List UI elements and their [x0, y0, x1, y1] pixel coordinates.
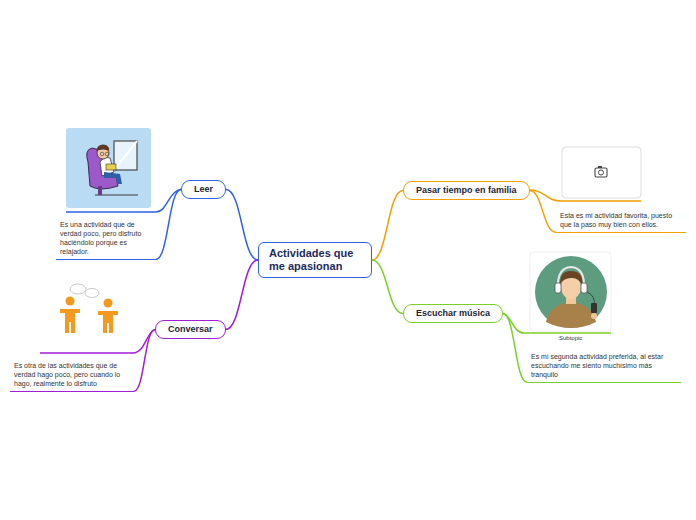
node-text: Esta es mi actividad favorita, puesto qu…	[560, 211, 684, 229]
node-text: Conversar	[168, 324, 213, 335]
main-topic: Pasar tiempo en familia	[403, 181, 530, 200]
branch-line	[503, 314, 527, 383]
main-topic: Conversar	[155, 320, 226, 339]
image-placeholder	[562, 147, 641, 198]
note-text: Esta es mi actividad favorita, puesto qu…	[556, 211, 686, 233]
node-text: Escuchar música	[416, 308, 490, 319]
node-text: Actividades que me apasionan	[269, 247, 361, 273]
branch-line	[372, 260, 403, 314]
node-text: Es una actividad que de verdad poco, per…	[60, 220, 154, 256]
music-illustration	[530, 252, 611, 331]
branch-line	[156, 190, 181, 260]
node-text: Es otra de las actividades que de verdad…	[14, 361, 132, 388]
reading-illustration	[66, 128, 151, 208]
image-caption: Subtopic	[559, 335, 582, 341]
note-text: Es mi segunda actividad preferida, al es…	[527, 352, 681, 383]
branch-line	[134, 330, 155, 392]
branch-line	[226, 260, 258, 330]
note-text: Es otra de las actividades que de verdad…	[10, 361, 134, 392]
image-leaders	[40, 189, 641, 353]
main-topic: Escuchar música	[403, 304, 503, 323]
branch-line	[372, 191, 403, 261]
main-topic: Leer	[181, 180, 226, 199]
branch-line	[226, 190, 258, 261]
conversation-illustration	[60, 284, 118, 333]
branch-line	[530, 191, 556, 233]
central-topic: Actividades que me apasionan	[258, 242, 372, 278]
node-text: Leer	[194, 184, 213, 195]
node-text: Es mi segunda actividad preferida, al es…	[531, 352, 679, 379]
note-text: Es una actividad que de verdad poco, per…	[56, 220, 156, 260]
node-text: Pasar tiempo en familia	[416, 185, 517, 196]
